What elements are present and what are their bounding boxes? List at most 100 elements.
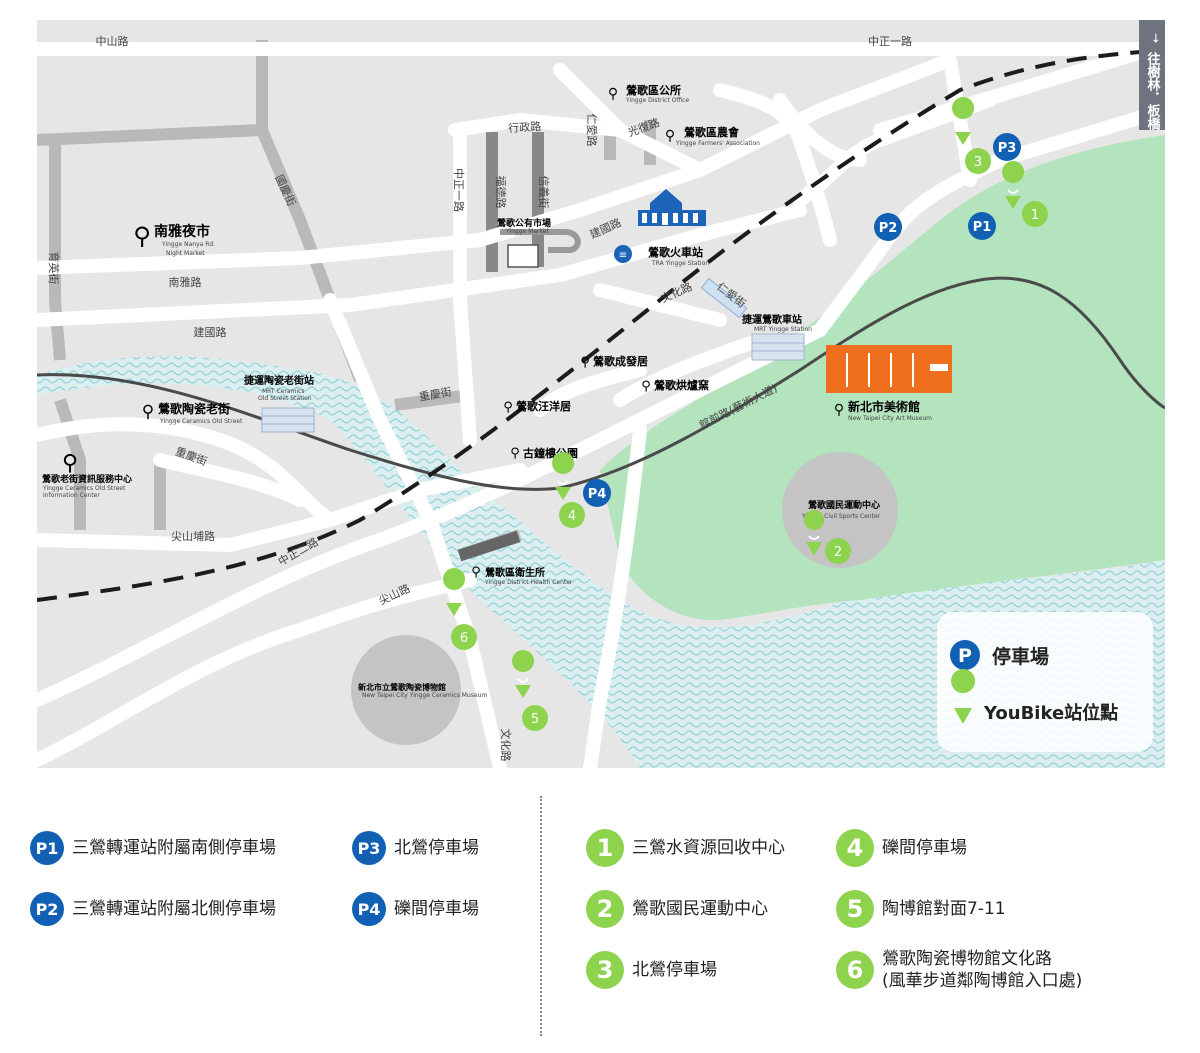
road-label-small-2: 信義街 — [537, 176, 551, 209]
poi-sublabel: Yingge Market — [505, 228, 549, 235]
poi-sublabel: MRT Yingge Station — [754, 326, 812, 333]
youbike-badge: 3 — [586, 951, 624, 989]
parking-marker-p1[interactable]: P1 — [968, 212, 996, 240]
poi-sublabel: Yingge Ceramics Old Street — [159, 418, 243, 425]
poi-sublabel: Yingge District Office — [625, 97, 689, 104]
poi-label: 鶯歌區衛生所 — [485, 566, 545, 579]
youbike-marker-1[interactable]: 1 — [1002, 161, 1048, 227]
map-legend-box: P 停車場 YouBike站位點 — [937, 612, 1153, 752]
parking-marker-label: P1 — [973, 220, 992, 235]
poi-nanya-night-market[interactable]: ⚲ 南雅夜市 Yingge Nanya Rd. Night Market — [133, 222, 215, 257]
poi-label: 南雅夜市 — [154, 223, 210, 240]
pin-icon: ⚲ — [142, 402, 154, 422]
parking-marker-p3[interactable]: P3 — [993, 133, 1021, 161]
youbike-marker-5[interactable]: 5 — [512, 650, 548, 731]
parking-marker-p4[interactable]: P4 — [583, 479, 611, 507]
poi-wang-house[interactable]: ⚲ 鶯歌汪洋居 — [503, 399, 571, 415]
poi-label: 鶯歌汪洋居 — [516, 399, 571, 413]
poi-sublabel: Information Center — [43, 492, 100, 499]
parking-marker-label: P4 — [588, 487, 607, 502]
map-legend-youbike: YouBike站位點 — [983, 702, 1118, 724]
poi-market[interactable]: 鶯歌公有市場 Yingge Market — [497, 217, 551, 235]
poi-old-street[interactable]: ⚲ 鶯歌陶瓷老街 Yingge Ceramics Old Street — [142, 401, 243, 425]
mrt-yingge-station-building — [751, 333, 805, 361]
youbike-marker-3[interactable]: 3 — [952, 97, 991, 174]
legend-text-line2: (風華步道鄰陶博館入口處) — [882, 971, 1083, 991]
map-legend-parking: 停車場 — [992, 645, 1049, 668]
poi-info-center[interactable]: ⚲ 鶯歌老街資訊服務中心 Yingge Ceramics Old Street … — [42, 451, 132, 499]
youbike-icon — [951, 669, 976, 724]
legend-parking-p1: P1 三鶯轉運站附屬南側停車場 — [30, 831, 276, 865]
pin-icon: ⚲ — [133, 222, 151, 250]
poi-label: 新北市立鶯歌陶瓷博物館 — [358, 682, 446, 692]
river — [37, 356, 1165, 768]
poi-label: 鶯歌火車站 — [648, 245, 703, 259]
parking-badge: P1 — [30, 831, 64, 865]
pin-icon: ⚲ — [641, 379, 651, 394]
parking-badge: P2 — [30, 892, 64, 926]
poi-art-museum[interactable]: ⚲ 新北市美術館 New Taipei City Art Museum — [834, 399, 932, 422]
youbike-badge: 1 — [586, 829, 624, 867]
poi-health-center[interactable]: ⚲ 鶯歌區衛生所 Yingge District Health Center — [471, 565, 573, 586]
road-label-jianshanpu: 尖山埔路 — [171, 530, 215, 543]
poi-label: 鶯歌公有市場 — [497, 217, 551, 229]
legend-youbike-4: 4 礫間停車場 — [836, 829, 967, 867]
poi-sublabel: Yingge District Health Center — [484, 579, 573, 586]
youbike-marker-label: 2 — [834, 545, 842, 560]
youbike-marker-label: 5 — [531, 712, 539, 727]
legend-text: 礫間停車場 — [394, 899, 479, 919]
pin-icon: ⚲ — [62, 451, 78, 476]
poi-sublabel: New Taipei City Art Museum — [848, 415, 932, 422]
pin-icon: ⚲ — [665, 128, 675, 144]
youbike-badge: 4 — [836, 829, 874, 867]
legend-youbike-1: 1 三鶯水資源回收中心 — [586, 829, 785, 867]
poi-mrt-yingge-station[interactable]: 捷運鶯歌車站 MRT Yingge Station — [742, 313, 812, 333]
youbike-marker-2[interactable]: 2 — [804, 510, 851, 564]
poi-tra-station[interactable]: 鶯歌火車站 TRA Yingge Station — [648, 245, 709, 267]
poi-sublabel: Night Market — [166, 250, 205, 257]
poi-farmers-association[interactable]: ⚲ 鶯歌區農會 Yingge Farmers' Association — [665, 125, 760, 147]
road-label-jianguo: 建國路 — [194, 325, 227, 339]
mrt-yingge-walkway — [700, 277, 748, 319]
youbike-marker-6[interactable]: 6 — [443, 568, 477, 650]
legend-parking-p2: P2 三鶯轉運站附屬北側停車場 — [30, 892, 276, 926]
legend-text: 鶯歌陶瓷博物館文化路 — [882, 949, 1052, 969]
tra-station-icon: ≡ — [614, 189, 706, 263]
mrt-line — [37, 276, 1165, 491]
legend-youbike-5: 5 陶博館對面7-11 — [836, 890, 1006, 928]
road-label-yuying: 育英街 — [47, 252, 61, 285]
youbike-marker-4[interactable]: 4 — [552, 452, 585, 528]
legend-divider — [540, 796, 542, 1036]
poi-district-office[interactable]: ⚲ 鶯歌區公所 Yingge District Office — [608, 83, 690, 104]
poi-label: 鶯歌老街資訊服務中心 — [42, 473, 132, 485]
poi-kiln[interactable]: ⚲ 鶯歌烘爐窯 — [641, 378, 709, 394]
legend-text: 礫間停車場 — [882, 838, 967, 858]
poi-mrt-ceramics-station[interactable]: 捷運陶瓷老街站 MRT Ceramics Old Street Station — [244, 374, 314, 402]
legend-parking-p3: P3 北鶯停車場 — [352, 831, 479, 865]
legend-text: 三鶯轉運站附屬南側停車場 — [72, 838, 276, 858]
arrow-right-icon: → — [1149, 33, 1163, 43]
main-roads — [37, 38, 1165, 768]
poi-ceramics-museum[interactable]: 新北市立鶯歌陶瓷博物館 New Taipei City Yingge Ceram… — [358, 682, 487, 699]
youbike-marker-label: 1 — [1031, 208, 1039, 223]
pin-icon: ⚲ — [580, 355, 590, 370]
poi-sports-center[interactable]: 鶯歌國民運動中心 Yingge Civil Sports Center — [801, 499, 881, 520]
tra-rail-line — [37, 48, 1165, 602]
youbike-marker-label: 4 — [568, 509, 576, 524]
ceramics-museum-area — [351, 635, 461, 745]
parking-icon-letter: P — [958, 645, 972, 667]
poi-label: 捷運鶯歌車站 — [742, 313, 802, 326]
road-label-zhongshan: 中山路 — [96, 35, 129, 48]
parking-marker-p2[interactable]: P2 — [874, 213, 902, 241]
poi-label: 鶯歌國民運動中心 — [808, 499, 880, 511]
poi-sublabel: Yingge Nanya Rd. — [161, 241, 215, 248]
legend-text: 三鶯水資源回收中心 — [632, 838, 785, 858]
poi-chengfa[interactable]: ⚲ 鶯歌成發居 — [580, 354, 648, 370]
parking-marker-label: P2 — [879, 221, 898, 236]
poi-label: 鶯歌區農會 — [684, 125, 740, 139]
poi-label: 新北市美術館 — [848, 399, 920, 414]
art-museum-building — [826, 345, 952, 393]
youbike-marker-label: 6 — [460, 631, 468, 646]
legend-parking-p4: P4 礫間停車場 — [352, 892, 479, 926]
legend-text: 陶博館對面7-11 — [882, 899, 1006, 919]
